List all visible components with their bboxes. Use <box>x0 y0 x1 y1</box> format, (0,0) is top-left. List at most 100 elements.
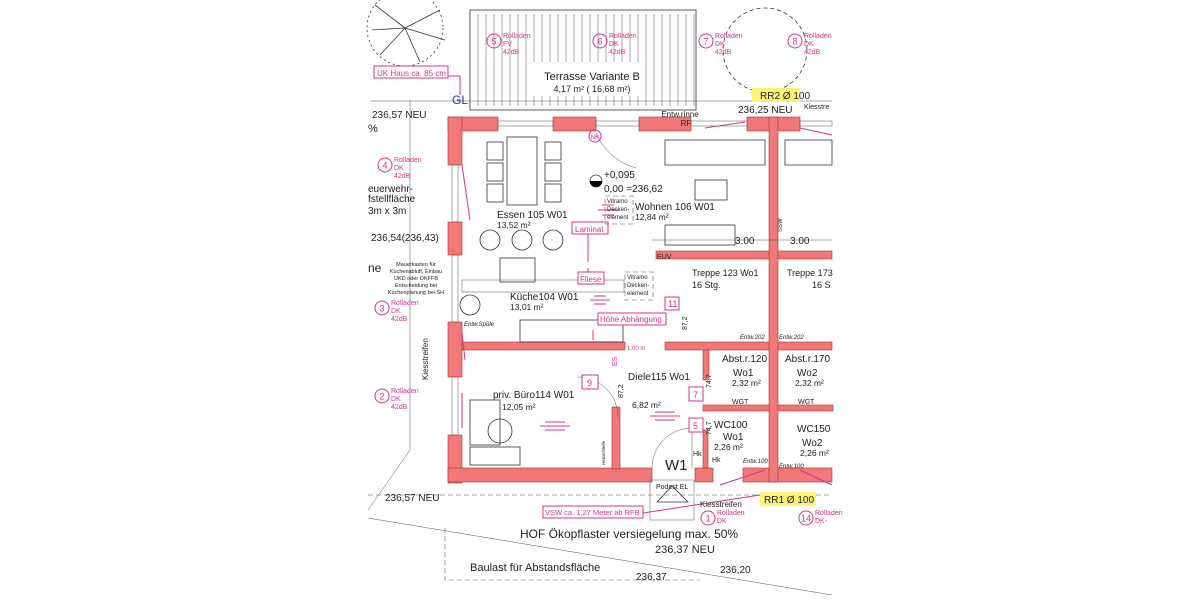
room-abstr-120-area: 2,32 m² <box>732 378 761 388</box>
window-number-circle <box>377 157 393 173</box>
terrace: Terrasse Variante B 4,17 m² ( 16,68 m²) <box>469 9 697 111</box>
window-number-circle <box>592 33 608 49</box>
room-abstr-120-unit: Wo1 <box>733 368 754 379</box>
window-spec: FV <box>503 41 512 48</box>
entw-rinne-label: Entw.rinne <box>661 110 699 119</box>
window-spec: Rolladen <box>715 33 743 40</box>
room-treppe-123-area: 16 Stg. <box>692 280 721 290</box>
entw-202-a: Entw.202 <box>740 335 765 341</box>
window-spec: Rolladen <box>717 510 745 517</box>
heizschleife-label: Heizschleife <box>601 440 606 465</box>
room-diele-area: 6,82 m² <box>632 400 661 410</box>
level-236-57-top: 236,57 NEU <box>372 110 426 121</box>
window-number: 14 <box>801 514 811 524</box>
dim-74-7-a: 74,7 <box>706 374 713 388</box>
door-9: 9 <box>587 378 592 388</box>
dim-87-2-a: 87,2 <box>682 316 689 330</box>
window-number-circle <box>700 510 716 526</box>
room-kueche-area: 13,01 m² <box>510 302 544 312</box>
window-number-circle <box>374 388 390 404</box>
room-essen-area: 13,52 m² <box>497 220 531 230</box>
fliese-label: Fliese <box>580 275 602 284</box>
window-number: 5 <box>491 37 496 47</box>
window-spec: DK <box>804 41 814 48</box>
walls <box>447 116 834 484</box>
window-number: 3 <box>379 304 384 314</box>
wgt-2: WGT <box>798 399 815 406</box>
room-abstr-120: Abst.r.120 <box>722 354 767 365</box>
room-abstr-170-area: 2,32 m² <box>795 378 824 388</box>
baulast-label: Baulast für Abstandsfläche <box>470 562 600 574</box>
level-236-54: 236,54(236,43) <box>371 233 439 244</box>
hk-1: Hk <box>693 451 702 458</box>
room-wohnen: Wohnen 106 W01 <box>635 202 715 213</box>
dim-1-00: 1,00 m <box>627 346 645 352</box>
window-spec: DK- <box>815 518 828 525</box>
window-number-circle <box>787 33 803 49</box>
hoehe-label: Höhe Abhängung <box>600 315 662 324</box>
level-236-25: 236,25 NEU <box>738 105 792 116</box>
window-spec: DK <box>609 41 619 48</box>
terrace-title: Terrasse Variante B <box>544 71 640 83</box>
dim-3-00-b: 3.00 <box>790 236 810 247</box>
window-number: 6 <box>597 37 602 47</box>
uk-haus-note: UK Haus ca. 85 cm <box>377 69 446 78</box>
window-spec: 42dB <box>391 316 408 323</box>
percent-fragment: % <box>368 123 378 135</box>
entw-spuele: Entw.Spüle <box>464 322 495 328</box>
vsw-label: VSW ca. 1,27 Meter ab RFB <box>545 508 640 517</box>
window-number-circle <box>374 300 390 316</box>
window-number-circle <box>698 33 714 49</box>
window-spec: Rolladen <box>804 33 832 40</box>
window-spec: DK <box>394 165 404 172</box>
window-spec: Rolladen <box>391 300 419 307</box>
es-label: ES <box>612 356 619 366</box>
room-treppe-173-area: 16 S <box>812 280 831 290</box>
window-spec: DK <box>715 41 725 48</box>
room-diele: Diele115 Wo1 <box>628 372 690 383</box>
level-236-37: 236,37 <box>636 572 667 583</box>
window-number-circle <box>486 33 502 49</box>
rf-label: RF <box>681 119 692 128</box>
level-offset: +0,095 <box>604 170 635 181</box>
window-spec: DK <box>717 518 727 525</box>
window-number: 8 <box>792 37 797 47</box>
door-5: 5 <box>693 421 698 431</box>
level-236-37-neu: 236,37 NEU <box>655 544 715 556</box>
window-number: 7 <box>703 37 708 47</box>
room-abstr-170: Abst.r.170 <box>785 354 830 365</box>
window-number: 2 <box>379 392 384 402</box>
room-wc-100: WC100 <box>714 420 748 431</box>
window-spec: Rolladen <box>815 510 843 517</box>
level-zero: 0,00 =236,62 <box>604 184 663 195</box>
kiesstreifen-top: Kiesstre <box>804 104 829 111</box>
level-marker <box>589 174 603 188</box>
window-spec: DK <box>391 308 401 315</box>
euv-label: EUV <box>657 254 672 261</box>
room-wc-100-area: 2,26 m² <box>714 442 743 452</box>
level-236-20: 236,20 <box>720 565 751 576</box>
window-spec: Rolladen <box>503 33 531 40</box>
wgt-1: WGT <box>732 399 749 406</box>
window-spec: Rolladen <box>391 388 419 395</box>
kiesstreifen-bottom: Kiesstreifen <box>700 500 742 509</box>
window-spec: 42dB <box>394 173 411 180</box>
room-labels: Essen 105 W01 13,52 m² Wohnen 106 W01 12… <box>493 202 833 458</box>
ssw-label: SSW <box>778 218 784 232</box>
room-buero: priv. Büro114 W01 <box>493 390 575 401</box>
rr2-label: RR2 Ø 100 <box>760 91 810 102</box>
room-wc-100-unit: Wo1 <box>723 432 744 443</box>
window-number: 1 <box>705 514 710 524</box>
